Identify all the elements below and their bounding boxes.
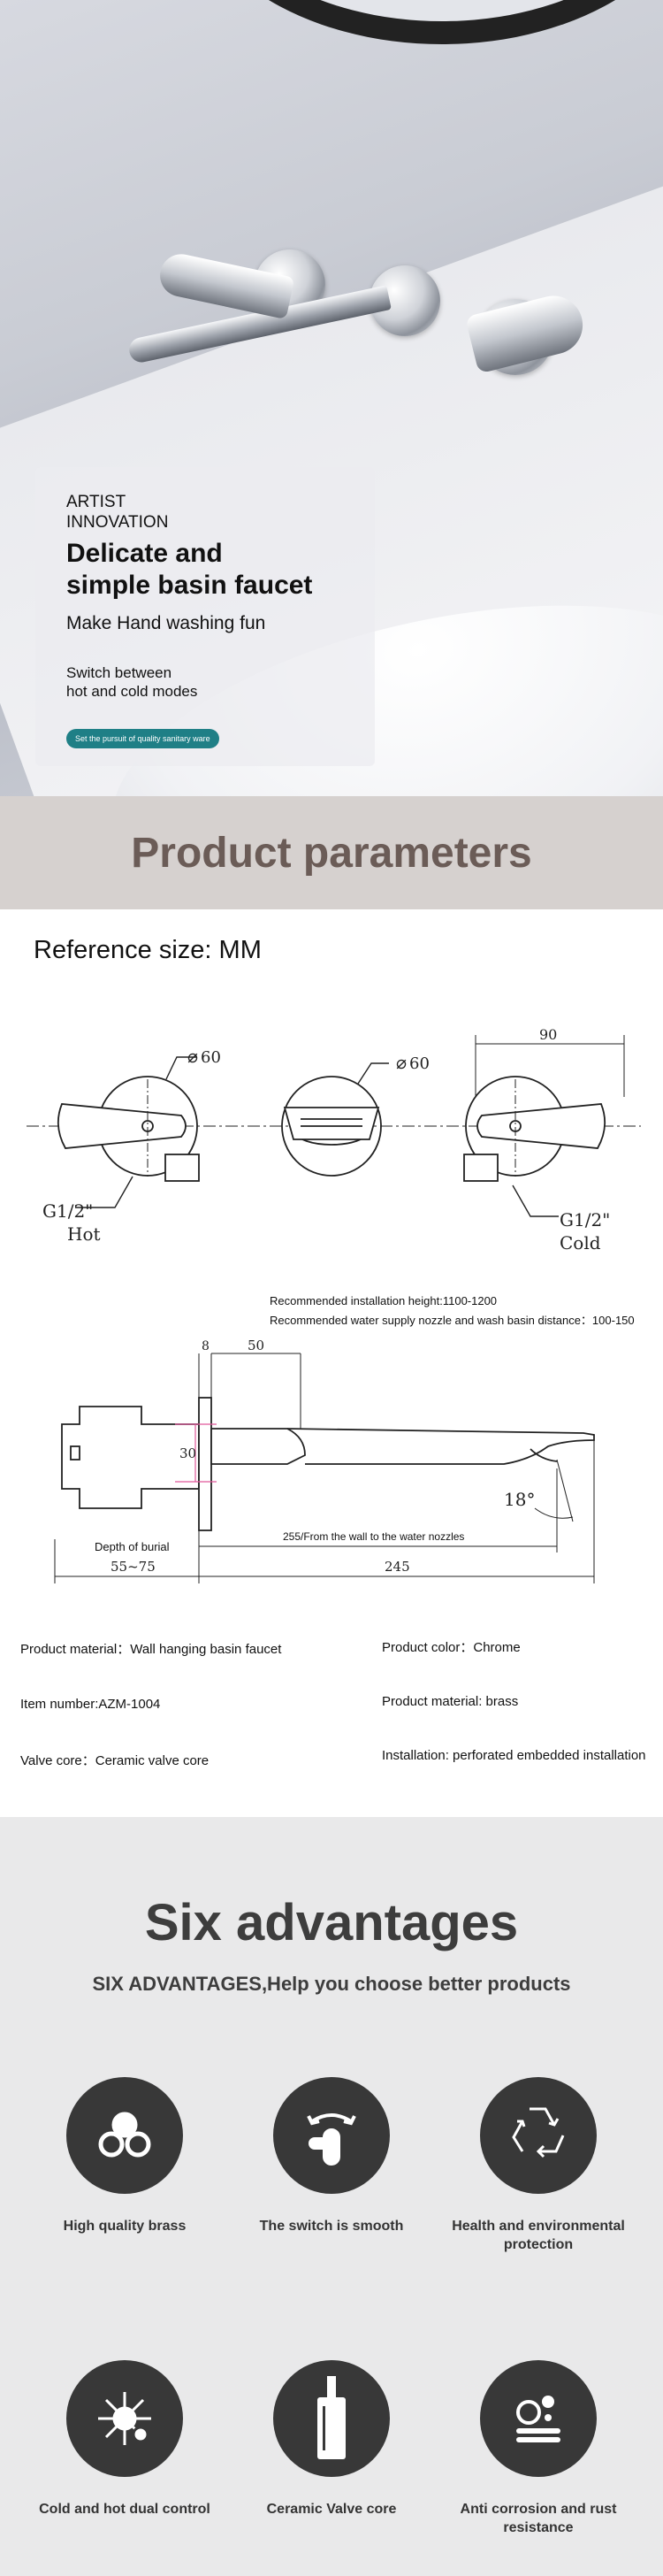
side-view-drawing: 8 50 30 18° 255/From the wall to the wat… xyxy=(0,1336,663,1592)
hero-switch-text: Switch between hot and cold modes xyxy=(66,664,198,700)
valve-cartridge-icon xyxy=(273,2360,390,2477)
spec-installation: Installation: perforated embedded instal… xyxy=(382,1748,646,1763)
dia-right-label: 60 xyxy=(409,1054,430,1073)
advantage-item-anti-corrosion: Anti corrosion and rust resistance xyxy=(432,2360,644,2537)
advantage-label: Health and environmental protection xyxy=(452,2219,625,2252)
advantage-label: Anti corrosion and rust resistance xyxy=(460,2502,617,2535)
cold-thread-label: G1/2" xyxy=(560,1209,610,1230)
burial-range-label: 55~75 xyxy=(110,1559,156,1575)
dia-left-symbol: ⌀ xyxy=(187,1046,198,1067)
dia-left-label: 60 xyxy=(201,1048,221,1067)
advantage-label: Cold and hot dual control xyxy=(39,2502,210,2517)
cold-label: Cold xyxy=(560,1232,601,1254)
advantage-item-brass: High quality brass xyxy=(19,2077,231,2235)
hero-text-card xyxy=(35,467,375,766)
install-height-note: Recommended installation height:1100-120… xyxy=(270,1294,498,1307)
advantages-title: Six advantages xyxy=(144,1894,519,1951)
advantage-label: Ceramic Valve core xyxy=(266,2502,397,2517)
spec-valve-core: Valve core：Ceramic valve core xyxy=(20,1753,210,1768)
advantage-item-switch: The switch is smooth xyxy=(225,2077,438,2235)
width-dim-label: 90 xyxy=(539,1026,557,1043)
recycle-icon xyxy=(480,2077,597,2194)
spec-color: Product color：Chrome xyxy=(382,1640,521,1655)
hero-brand: ARTIST INNOVATION xyxy=(66,493,169,532)
spout-distance-note: 255/From the wall to the water nozzles xyxy=(283,1530,464,1543)
advantage-item-valve: Ceramic Valve core xyxy=(225,2360,438,2518)
mirror-image xyxy=(186,0,663,44)
hot-thread-label: G1/2" xyxy=(42,1200,93,1222)
spec-item-number: Item number:AZM-1004 xyxy=(20,1697,161,1712)
brass-circles-icon xyxy=(66,2077,183,2194)
dim-8-label: 8 xyxy=(202,1339,210,1353)
hero-subtitle: Make Hand washing fun xyxy=(66,613,266,633)
angle-label: 18° xyxy=(504,1489,535,1510)
burial-depth-label: Depth of burial xyxy=(95,1540,170,1553)
dim-30-label: 30 xyxy=(179,1445,196,1461)
dia-right-symbol: ⌀ xyxy=(396,1052,407,1073)
water-drops-icon xyxy=(480,2360,597,2477)
hot-cold-icon xyxy=(66,2360,183,2477)
front-view-drawing: 60 ⌀ 60 ⌀ 90 G1/2" Hot G1/2" Cold xyxy=(0,1008,663,1274)
dim-50-label: 50 xyxy=(248,1338,264,1353)
hero-title: Delicate and simple basin faucet xyxy=(66,539,313,600)
parameters-banner: Product parameters xyxy=(0,796,663,909)
lever-switch-icon xyxy=(273,2077,390,2194)
advantage-item-hot-cold: Cold and hot dual control xyxy=(19,2360,231,2518)
length-label: 245 xyxy=(385,1559,410,1575)
spec-material: Product material：Wall hanging basin fauc… xyxy=(20,1642,282,1657)
advantages-subtitle: SIX ADVANTAGES,Help you choose better pr… xyxy=(92,1973,571,1995)
spec-material-brass: Product material: brass xyxy=(382,1694,519,1709)
hot-label: Hot xyxy=(67,1223,101,1245)
advantage-label: High quality brass xyxy=(63,2219,187,2234)
reference-size: Reference size: MM xyxy=(34,936,262,964)
hero-tag-pill: Set the pursuit of quality sanitary ware xyxy=(66,729,219,748)
advantage-item-eco: Health and environmental protection xyxy=(432,2077,644,2254)
basin-distance-note: Recommended water supply nozzle and wash… xyxy=(270,1314,635,1327)
advantage-label: The switch is smooth xyxy=(259,2219,404,2234)
hero-banner xyxy=(0,0,663,796)
parameters-title: Product parameters xyxy=(131,829,532,877)
